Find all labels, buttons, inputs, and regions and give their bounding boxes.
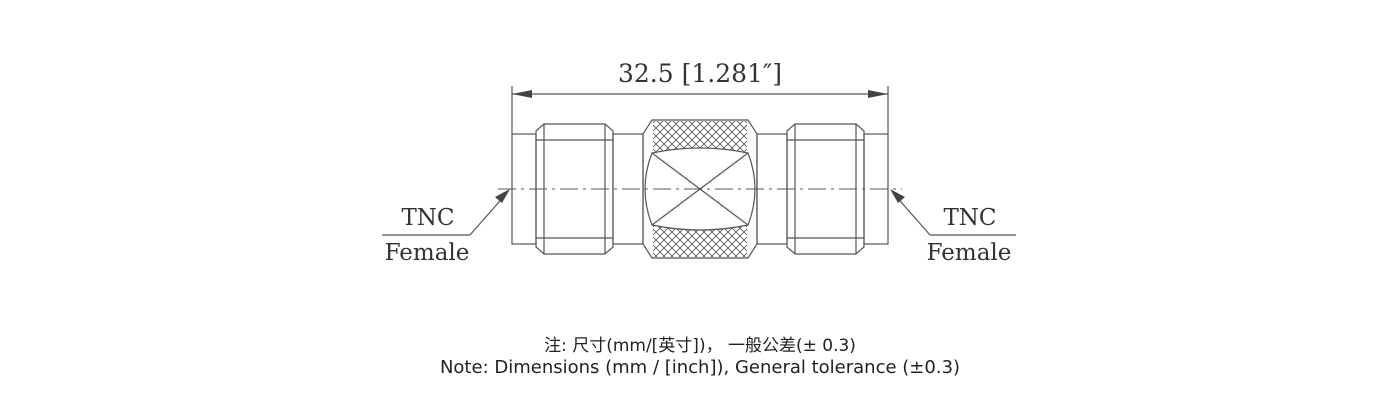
left-connector-gender: Female bbox=[385, 240, 470, 266]
left-connector-type: TNC bbox=[401, 205, 454, 231]
right-connector-type: TNC bbox=[943, 205, 996, 231]
dimension-arrow-right bbox=[868, 90, 888, 98]
left-leader bbox=[382, 189, 510, 236]
right-connector-gender: Female bbox=[927, 240, 1012, 266]
dimension-arrow-left bbox=[512, 90, 532, 98]
right-leader-arrow bbox=[890, 189, 905, 203]
overall-dimension-text: 32.5 [1.281″] bbox=[618, 59, 782, 88]
note-english: Note: Dimensions (mm / [inch]), General … bbox=[439, 357, 961, 378]
overall-dimension bbox=[511, 86, 889, 134]
left-leader-arrow bbox=[495, 189, 510, 203]
note-chinese: 注: 尺寸(mm/[英寸])， 一般公差(± 0.3) bbox=[544, 336, 856, 356]
right-leader bbox=[890, 189, 1016, 236]
